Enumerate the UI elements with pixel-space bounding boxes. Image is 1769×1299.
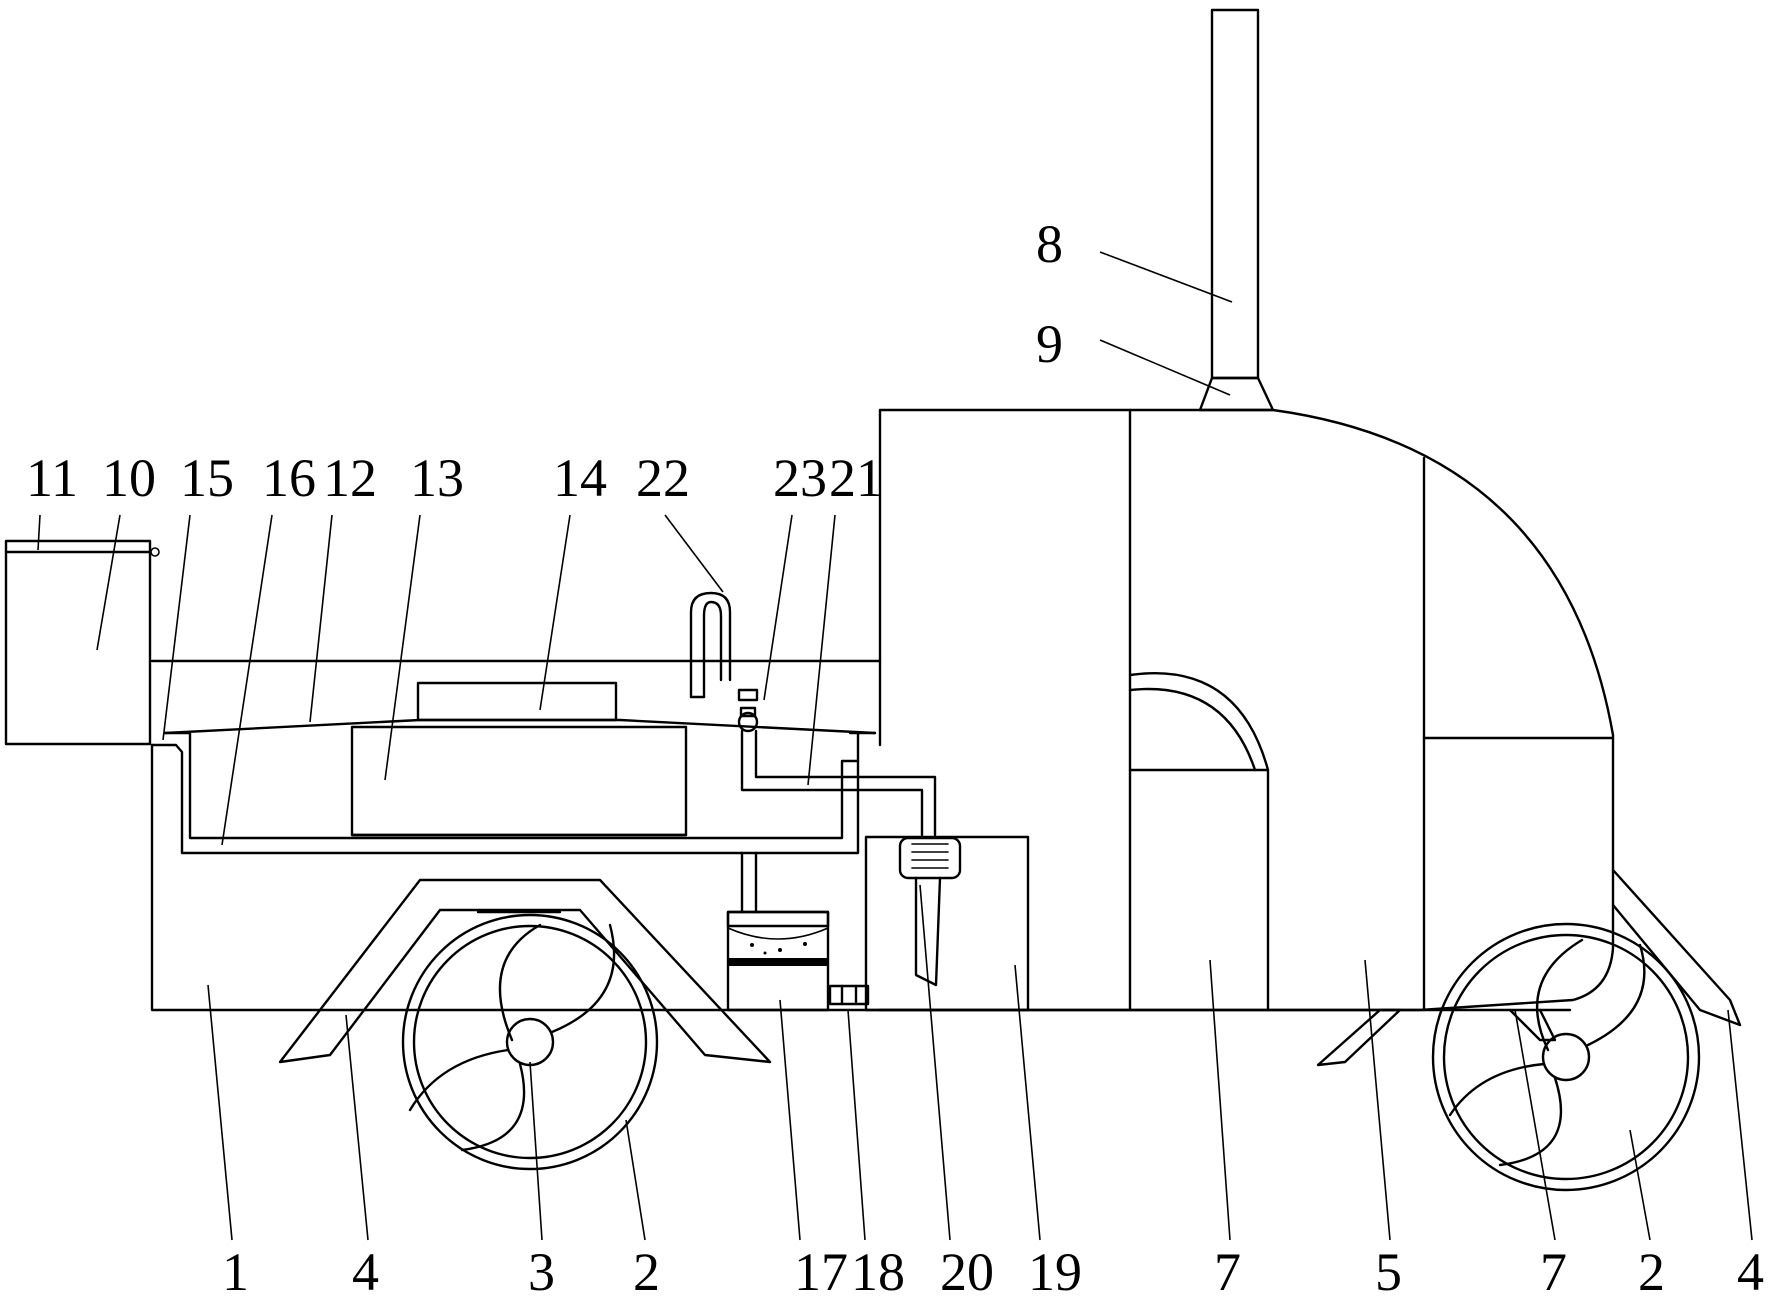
label-17: 17 [794, 1242, 848, 1299]
label-10: 10 [102, 448, 156, 508]
label-14: 14 [553, 448, 607, 508]
label-12: 12 [323, 448, 377, 508]
tank-13 [350, 725, 688, 837]
label-8: 8 [1036, 214, 1063, 274]
label-9: 9 [1036, 314, 1063, 374]
rear-wheel [401, 913, 659, 1171]
rear-body [150, 659, 882, 1012]
label-13: 13 [410, 448, 464, 508]
label-4: 4 [352, 1242, 379, 1299]
label-16: 16 [262, 448, 316, 508]
label-15: 15 [180, 448, 234, 508]
connector-18 [828, 984, 870, 1006]
pipe-21 [740, 729, 937, 837]
label-2: 2 [633, 1242, 660, 1299]
front-fender [1316, 868, 1742, 1067]
label-4b: 4 [1737, 1242, 1764, 1299]
box-10 [4, 539, 160, 746]
tray-channel [150, 718, 877, 855]
label-23: 23 [773, 448, 827, 508]
label-18: 18 [851, 1242, 905, 1299]
exhaust-base-9 [1198, 376, 1275, 412]
label-1: 1 [222, 1242, 249, 1299]
reference-numerals: 8 9 11 10 15 16 12 13 14 22 23 21 1 4 3 … [26, 214, 1764, 1299]
faucet-22 [689, 591, 732, 699]
label-19: 19 [1028, 1242, 1082, 1299]
label-7: 7 [1214, 1242, 1241, 1299]
label-7b: 7 [1540, 1242, 1567, 1299]
label-22: 22 [636, 448, 690, 508]
label-3: 3 [528, 1242, 555, 1299]
box-14 [416, 681, 618, 722]
label-5: 5 [1375, 1242, 1402, 1299]
valve-23 [737, 688, 759, 733]
label-11: 11 [26, 448, 78, 508]
leader-lines [37, 251, 1753, 1241]
exhaust-8 [1210, 8, 1260, 380]
label-21: 21 [829, 448, 883, 508]
label-2b: 2 [1638, 1242, 1665, 1299]
filter-tank-17 [726, 910, 830, 1012]
front-wheel [1431, 922, 1701, 1192]
main-body [878, 408, 1615, 1012]
label-20: 20 [940, 1242, 994, 1299]
rear-fender [278, 878, 772, 1064]
pump-20 [898, 836, 962, 987]
